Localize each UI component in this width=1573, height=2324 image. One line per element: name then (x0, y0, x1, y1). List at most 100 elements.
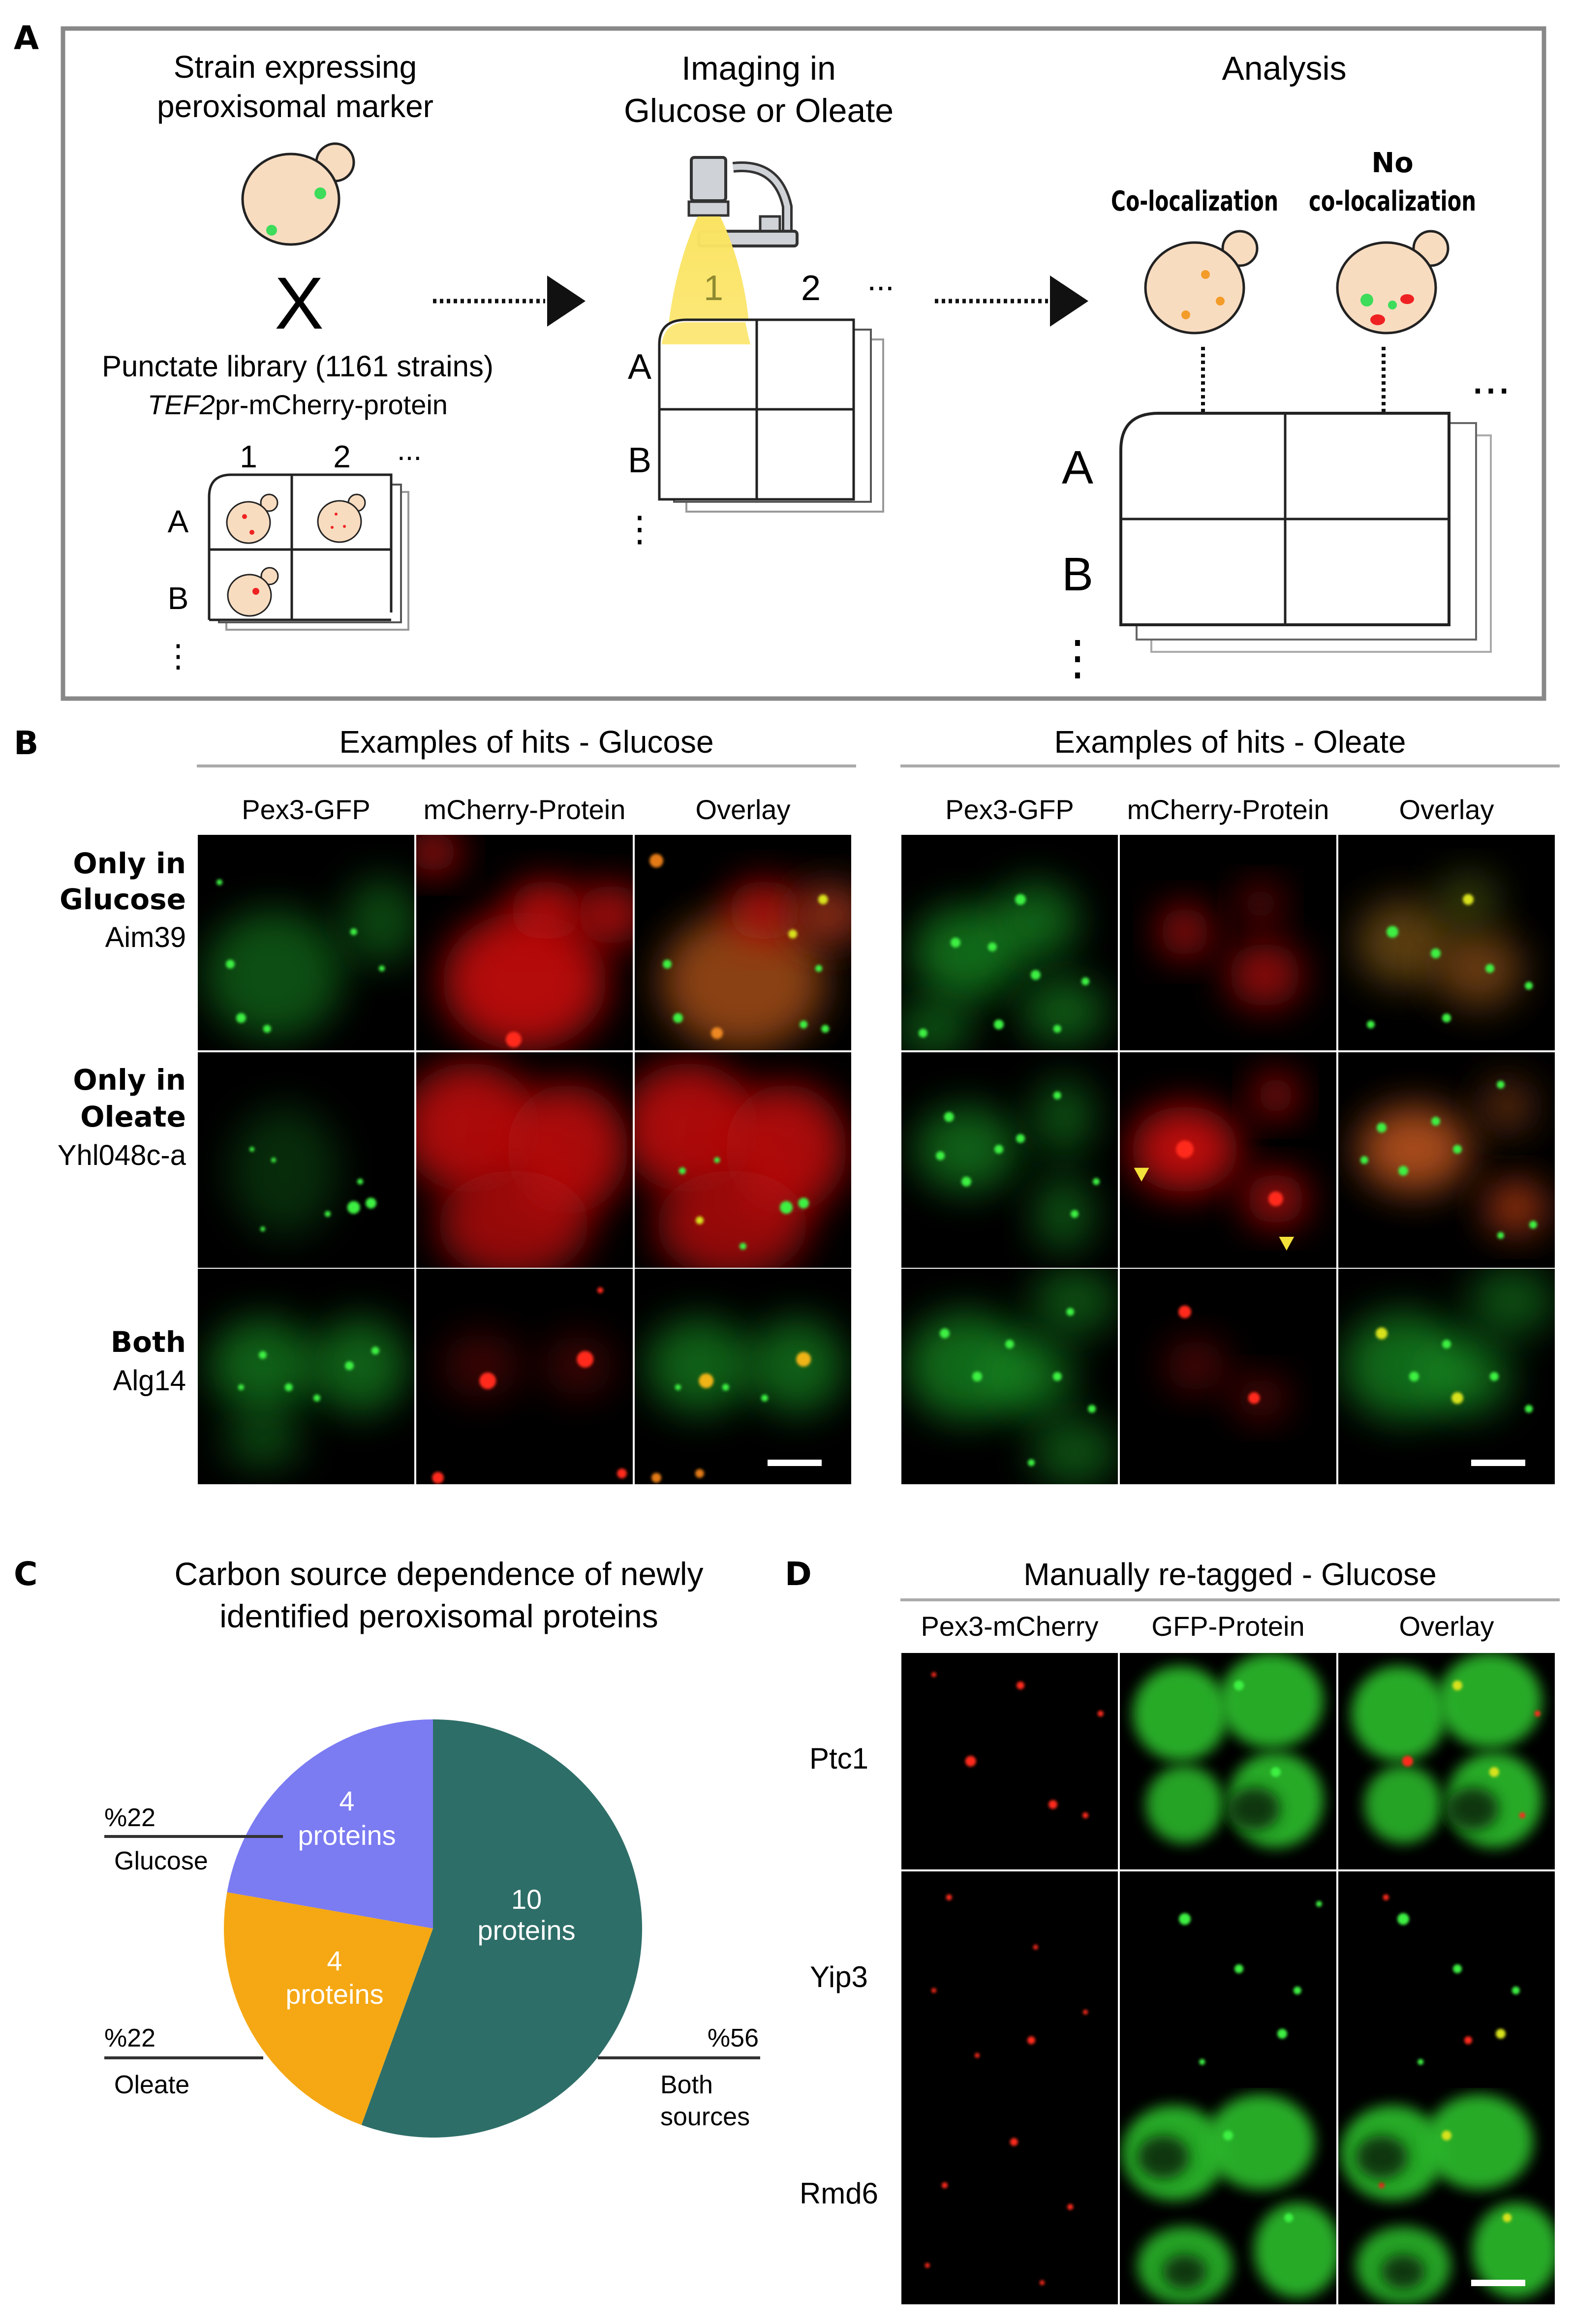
analysis-plate-icon (1119, 412, 1492, 653)
scale-bar (1471, 1460, 1525, 1466)
arrow-to-imaging (433, 275, 586, 327)
pie-count-1: 4 (327, 1945, 342, 1976)
b-row-protein-0: Aim39 (105, 921, 186, 953)
library-title: Punctate library (1161 strains) (102, 350, 493, 383)
imaging-col-1: 1 (704, 269, 723, 308)
d-row-label-2: Rmd6 (800, 2177, 878, 2210)
analysis-title: Analysis (1222, 50, 1346, 87)
colocalization-label: Co-localization (1111, 185, 1278, 217)
arrow-to-analysis (935, 275, 1088, 327)
d-row-label-1: Yip3 (810, 1960, 868, 1993)
analysis-row-a: A (1062, 441, 1093, 494)
b-oleate-col-header-0: Pex3-GFP (945, 794, 1074, 825)
panel-b-letter: B (14, 724, 38, 762)
imaging-plate-icon (658, 318, 884, 513)
cross-symbol: X (275, 262, 324, 344)
micrograph-d-r1-c1 (1120, 1871, 1336, 2088)
b-row-protein-1: Yhl048c-a (58, 1139, 186, 1171)
panel-d-letter: D (785, 1555, 812, 1593)
light-beam (667, 216, 750, 344)
imaging-title-2: Glucose or Oleate (624, 92, 894, 129)
micrograph-d-r1-c0 (901, 1871, 1118, 2088)
arrowhead-marker (1134, 1167, 1149, 1182)
imaging-title-1: Imaging in (681, 50, 836, 87)
strain-title-2: peroxisomal marker (157, 89, 433, 124)
oleate-legend-label: Oleate (114, 2071, 189, 2099)
micrograph-b-r0-c3 (901, 835, 1118, 1050)
micrograph-d-r0-c1 (1120, 1653, 1336, 1869)
no-colocalization-label-1: No (1371, 147, 1413, 179)
d-col-header-1: GFP-Protein (1151, 1611, 1304, 1642)
micrograph-b-r1-c4 (1120, 1052, 1336, 1268)
analysis-row-b: B (1062, 548, 1093, 601)
b-glucose-col-header-0: Pex3-GFP (242, 794, 370, 825)
analysis-row-vdots: ⋮ (1054, 632, 1101, 684)
colocalized-cell-icon (1144, 230, 1259, 335)
micrograph-b-r2-c0 (198, 1269, 414, 1484)
b-oleate-col-header-2: Overlay (1399, 794, 1494, 825)
both-legend-label-1: Both (660, 2071, 713, 2099)
library-row-b: B (168, 581, 189, 616)
pie-unit-1: proteins (285, 1979, 383, 2010)
micrograph-d-r2-c1 (1120, 2088, 1336, 2304)
micrograph-b-r2-c1 (416, 1269, 633, 1484)
b-row-label-line2-1: Oleate (80, 1100, 186, 1133)
library-subtitle: TEF2pr-mCherry-protein (148, 389, 448, 420)
micrograph-b-r2-c2 (635, 1269, 851, 1484)
d-col-header-2: Overlay (1399, 1611, 1494, 1642)
imaging-row-a: A (628, 347, 651, 387)
non-colocalized-cell-icon (1336, 230, 1450, 335)
both-legend-label-2: sources (660, 2103, 750, 2131)
pie-count-2: 10 (511, 1884, 542, 1915)
b-row-label-line2-2: Both (111, 1325, 186, 1359)
glucose-hits-title: Examples of hits - Glucose (339, 724, 713, 760)
b-glucose-col-header-1: mCherry-Protein (424, 794, 626, 825)
micrograph-b-r0-c5 (1338, 835, 1555, 1050)
b-glucose-col-header-2: Overlay (696, 794, 791, 825)
micrograph-d-r2-c0 (901, 2088, 1118, 2304)
micrograph-b-r1-c5 (1338, 1052, 1555, 1268)
micrograph-d-r1-c2 (1338, 1871, 1555, 2088)
micrograph-b-r2-c3 (901, 1269, 1118, 1484)
retagged-title: Manually re-tagged - Glucose (1023, 1557, 1437, 1592)
yeast-cell-icon (241, 142, 355, 246)
micrograph-b-r2-c5 (1338, 1269, 1555, 1484)
library-col-2: 2 (333, 439, 351, 474)
b-row-label-line1-0: Only in (73, 847, 186, 880)
strain-title-1: Strain expressing (174, 49, 417, 85)
scale-bar (1471, 2280, 1525, 2286)
imaging-row-b: B (628, 441, 651, 480)
panel-c-letter: C (14, 1555, 37, 1593)
pie-unit-2: proteins (477, 1915, 575, 1946)
micrograph-b-r0-c0 (198, 835, 414, 1050)
pie-slice-glucose (227, 1719, 433, 1928)
no-colocalization-label-2: co-localization (1309, 185, 1476, 217)
b-row-label-line1-1: Only in (73, 1063, 186, 1097)
glucose-percent: %22 (104, 1804, 155, 1832)
library-col-ellipsis: ... (397, 433, 422, 466)
library-col-1: 1 (240, 439, 257, 474)
scale-bar (768, 1460, 822, 1466)
panel-a-letter: A (14, 19, 39, 57)
imaging-col-ellipsis: ... (867, 261, 894, 297)
micrograph-b-r0-c1 (416, 835, 633, 1050)
micrograph-b-r0-c4 (1120, 835, 1336, 1050)
panel-a-frame (61, 26, 1546, 701)
b-row-label-line2-0: Glucose (60, 883, 186, 916)
both-percent: %56 (708, 2024, 759, 2052)
pie-slice-oleate (223, 1892, 433, 2125)
glucose-legend-label: Glucose (114, 1847, 208, 1875)
pie-unit-0: proteins (298, 1820, 396, 1851)
micrograph-d-r0-c2 (1338, 1653, 1555, 1869)
pie-slice-both-sources (361, 1719, 643, 2138)
library-plate-icon (208, 473, 409, 631)
micrograph-b-r1-c2 (635, 1052, 851, 1268)
micrograph-d-r0-c0 (901, 1653, 1118, 1869)
d-col-header-0: Pex3-mCherry (921, 1611, 1099, 1642)
micrograph-b-r1-c3 (901, 1052, 1118, 1268)
micrograph-b-r1-c1 (416, 1052, 633, 1268)
chart-title-2: identified peroxisomal proteins (219, 1598, 658, 1634)
oleate-percent: %22 (104, 2024, 155, 2052)
library-row-vdots: ⋮ (162, 638, 194, 673)
